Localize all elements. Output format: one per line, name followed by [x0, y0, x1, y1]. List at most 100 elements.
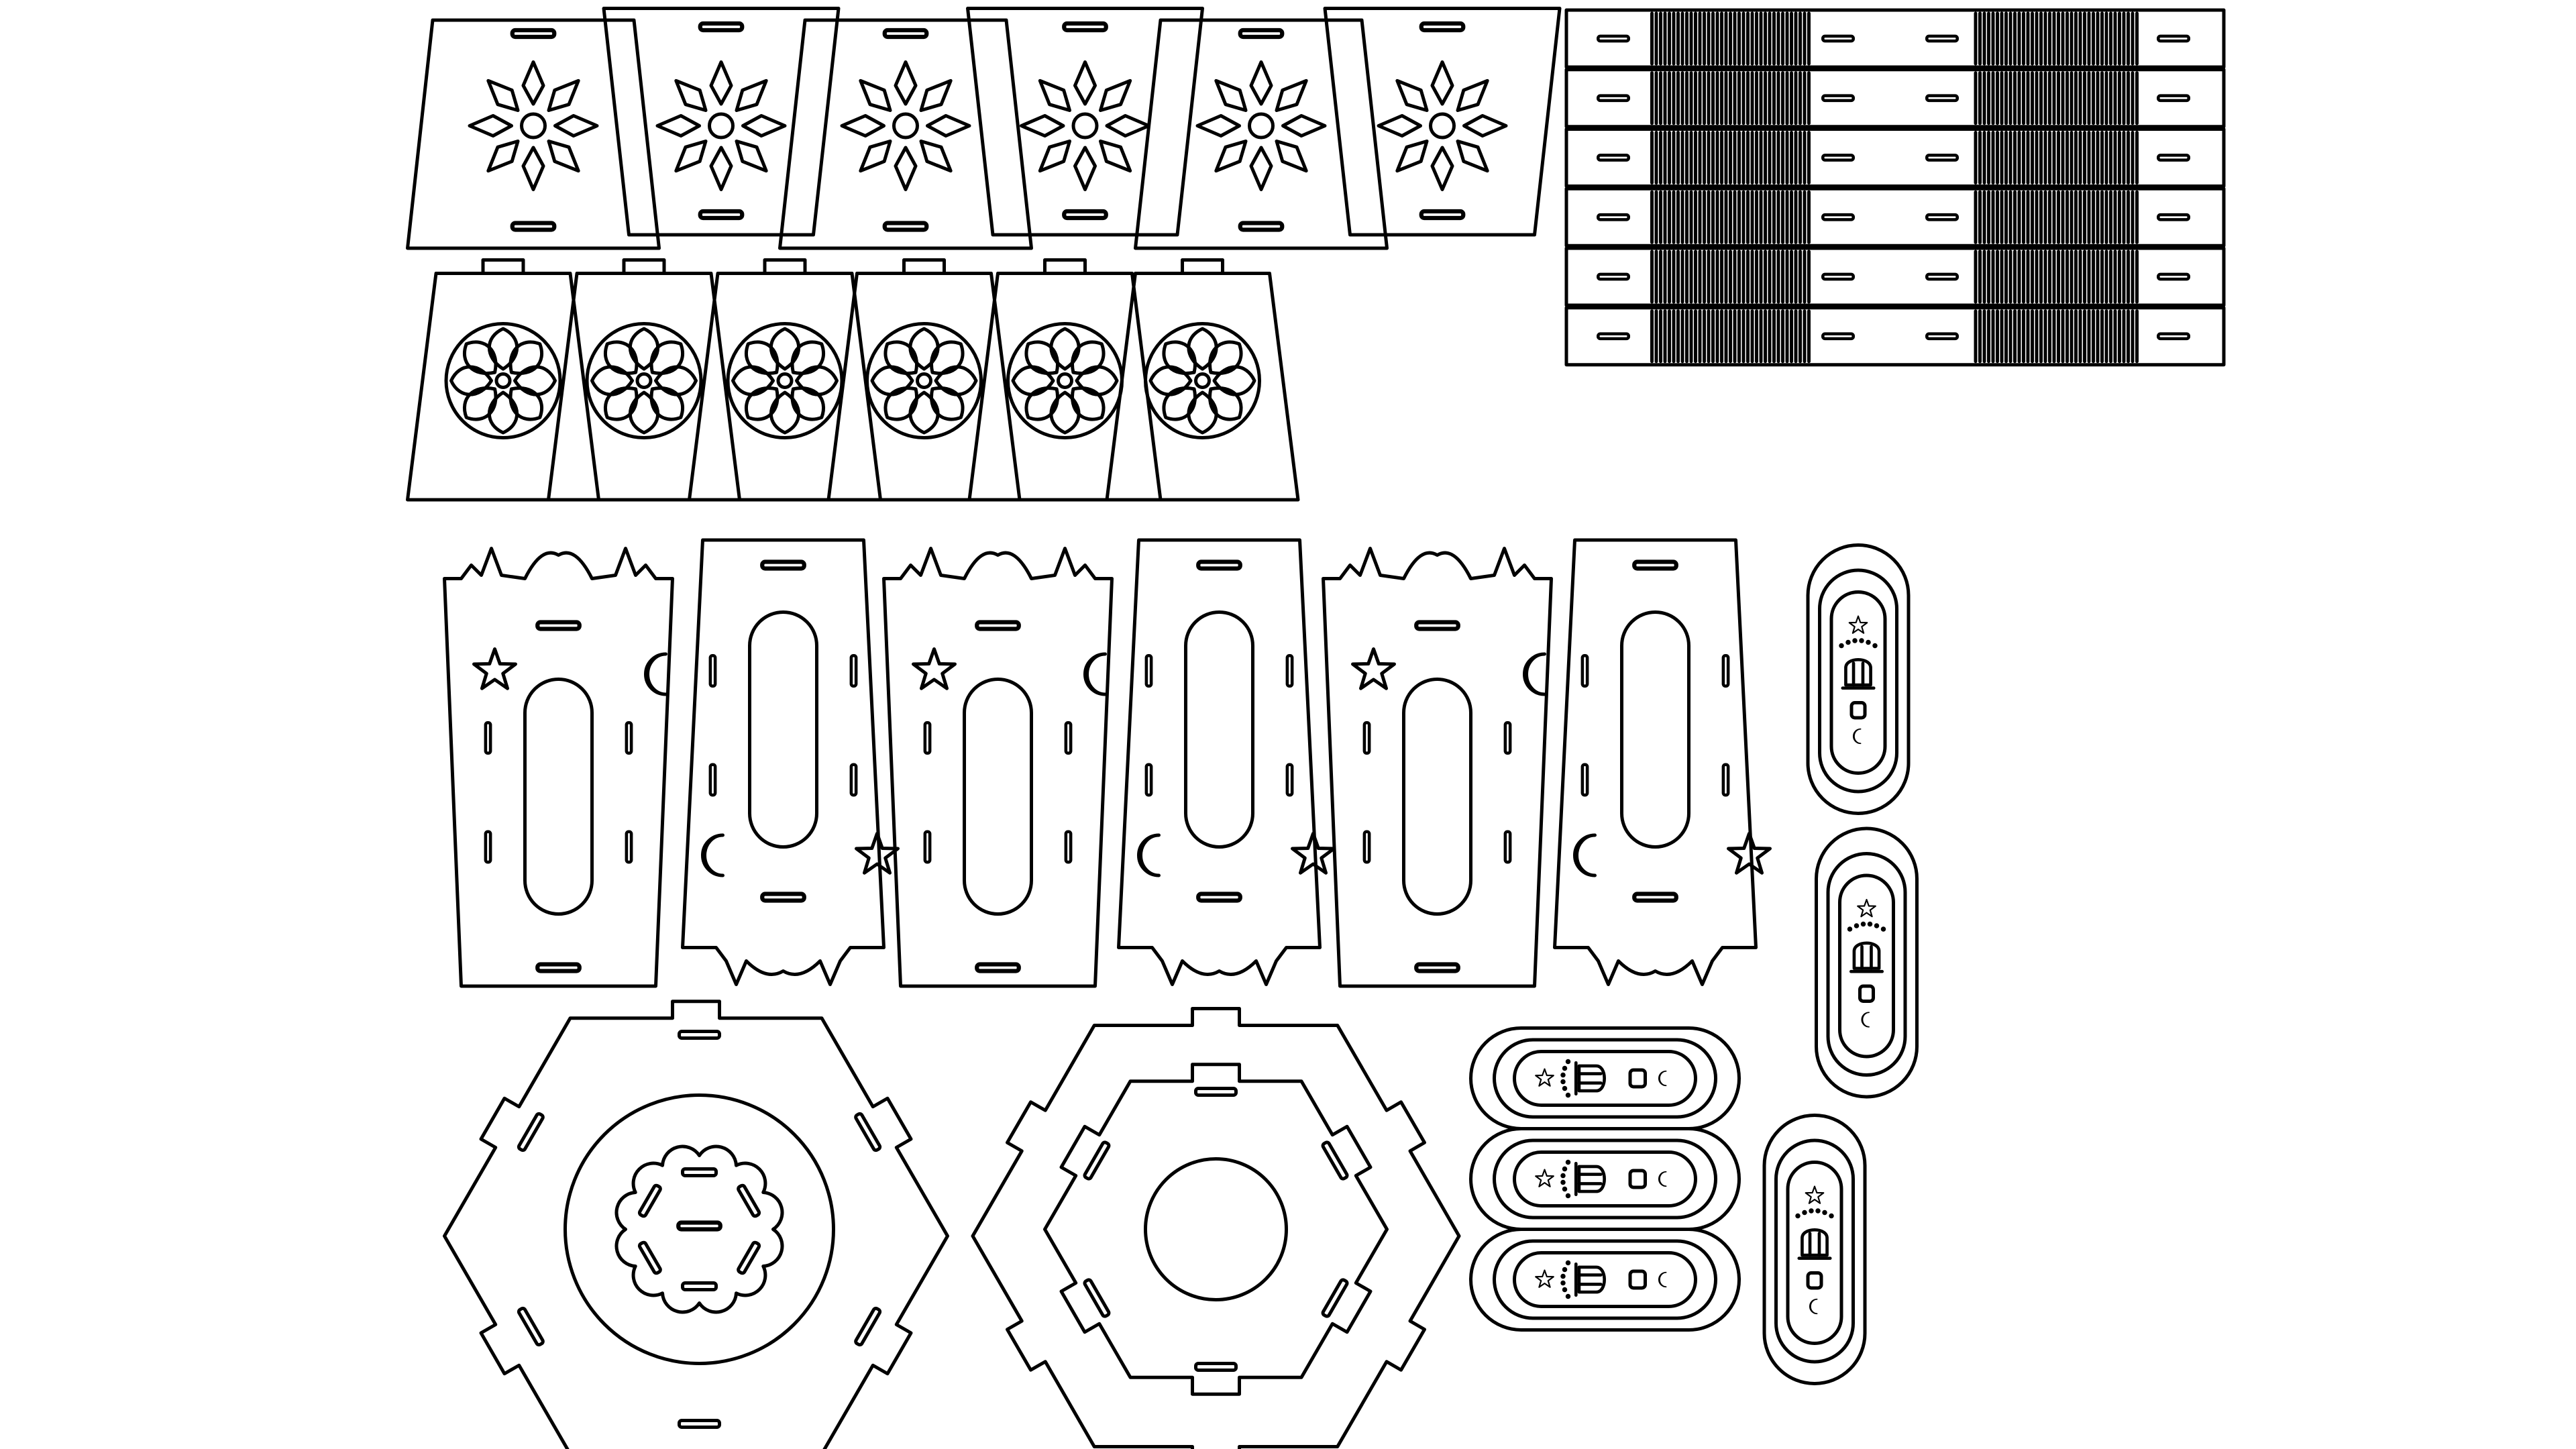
slot	[2158, 36, 2188, 41]
slot	[1927, 155, 1957, 160]
slot	[1598, 36, 1628, 41]
rosette-panel	[826, 258, 1022, 502]
slot	[1321, 1278, 1349, 1318]
panel-outline	[1117, 538, 1322, 986]
top-tab	[763, 258, 807, 275]
slot	[1598, 96, 1628, 101]
slot	[513, 30, 555, 37]
slot	[885, 30, 927, 37]
strip-outline	[1564, 186, 2226, 248]
hinge-strip	[1564, 8, 2226, 69]
slot	[1927, 334, 1957, 339]
oval-window-icon	[1184, 610, 1254, 849]
star-icon	[1353, 649, 1395, 689]
panel-outline	[1323, 7, 1562, 237]
oval-window-panel	[681, 538, 898, 986]
hinge-zone	[1650, 309, 1811, 364]
slot	[627, 832, 631, 862]
slot	[885, 223, 927, 230]
slot	[1198, 562, 1240, 569]
oval-window-panel	[1553, 538, 1770, 986]
eight-petal-star-icon	[470, 62, 597, 190]
horizontal-lantern-token	[1471, 1230, 1739, 1330]
oval-window-icon	[748, 610, 818, 849]
panel-outline	[681, 538, 885, 986]
slot	[1505, 832, 1510, 862]
slot	[637, 1183, 662, 1218]
slot	[517, 1112, 545, 1152]
slot	[1823, 96, 1853, 101]
inner-hexagon	[1043, 1063, 1389, 1396]
flower-panel	[602, 7, 841, 237]
slot	[486, 722, 490, 753]
slot	[1416, 623, 1458, 629]
hinge-zone	[1974, 309, 2139, 364]
panel-outline	[1105, 272, 1300, 502]
slot	[2158, 274, 2188, 279]
crescent-moon-icon	[646, 654, 666, 694]
slot	[851, 655, 856, 686]
panel-outline	[406, 18, 661, 250]
strip-outline	[1564, 246, 2226, 307]
slot	[627, 722, 631, 753]
slot	[1198, 894, 1240, 901]
hinge-zone	[1974, 250, 2139, 304]
slot	[1582, 655, 1587, 686]
crescent-moon-icon	[1575, 835, 1595, 875]
slot	[710, 765, 715, 795]
rosette-trapezoid-panels	[406, 258, 1300, 502]
oval-window-icon	[1402, 678, 1472, 916]
slot	[737, 1183, 761, 1218]
ring-base	[971, 1007, 1461, 1449]
vertical-lantern-token	[1817, 828, 1917, 1097]
slot	[678, 1419, 721, 1429]
eight-petal-star-icon	[842, 62, 969, 190]
hinge-strip	[1564, 127, 2226, 188]
slot	[517, 1306, 545, 1347]
panel-outline	[1553, 538, 1758, 986]
hinge-strip	[1564, 68, 2226, 129]
hexagon-bases	[443, 1000, 1461, 1449]
hinge-zone	[1650, 190, 1811, 244]
hinge-zone	[1974, 131, 2139, 184]
slot	[1598, 334, 1628, 339]
slot	[1146, 655, 1151, 686]
eight-petal-star-icon	[1197, 62, 1325, 190]
slot	[1823, 36, 1853, 41]
slot	[1823, 334, 1853, 339]
slot	[1421, 211, 1464, 218]
flower-panel	[778, 18, 1033, 250]
panel-outline	[1322, 547, 1553, 988]
panel-outline	[602, 7, 841, 237]
rosette-panel	[547, 258, 741, 502]
vertical-lantern-token	[1808, 545, 1909, 814]
horizontal-lantern-token	[1471, 1028, 1739, 1129]
crescent-moon-icon	[1525, 654, 1545, 694]
crescent-moon-icon	[1085, 654, 1106, 694]
hinge-strip	[1564, 306, 2226, 367]
slot	[678, 1223, 720, 1230]
slot	[854, 1306, 882, 1347]
slot	[1823, 215, 1853, 219]
slot	[2158, 155, 2188, 160]
oval-window-icon	[523, 678, 594, 916]
slot	[977, 965, 1019, 971]
hinge-zone	[1974, 11, 2139, 66]
slot	[1634, 894, 1676, 901]
slot	[678, 1030, 721, 1040]
lantern-side-panels	[443, 538, 1770, 988]
slot	[1927, 36, 1957, 41]
slot	[1240, 223, 1283, 230]
top-tab	[1181, 258, 1224, 275]
hexagon-outline	[443, 1000, 949, 1449]
star-icon	[474, 649, 516, 689]
slot	[1416, 965, 1458, 971]
oval-window-panel	[1117, 538, 1334, 986]
crescent-star-panel	[443, 547, 674, 988]
slot	[1066, 832, 1071, 862]
slot	[1823, 155, 1853, 160]
slot	[700, 23, 743, 30]
slot	[681, 1167, 718, 1177]
slot	[1582, 765, 1587, 795]
strip-outline	[1564, 306, 2226, 367]
